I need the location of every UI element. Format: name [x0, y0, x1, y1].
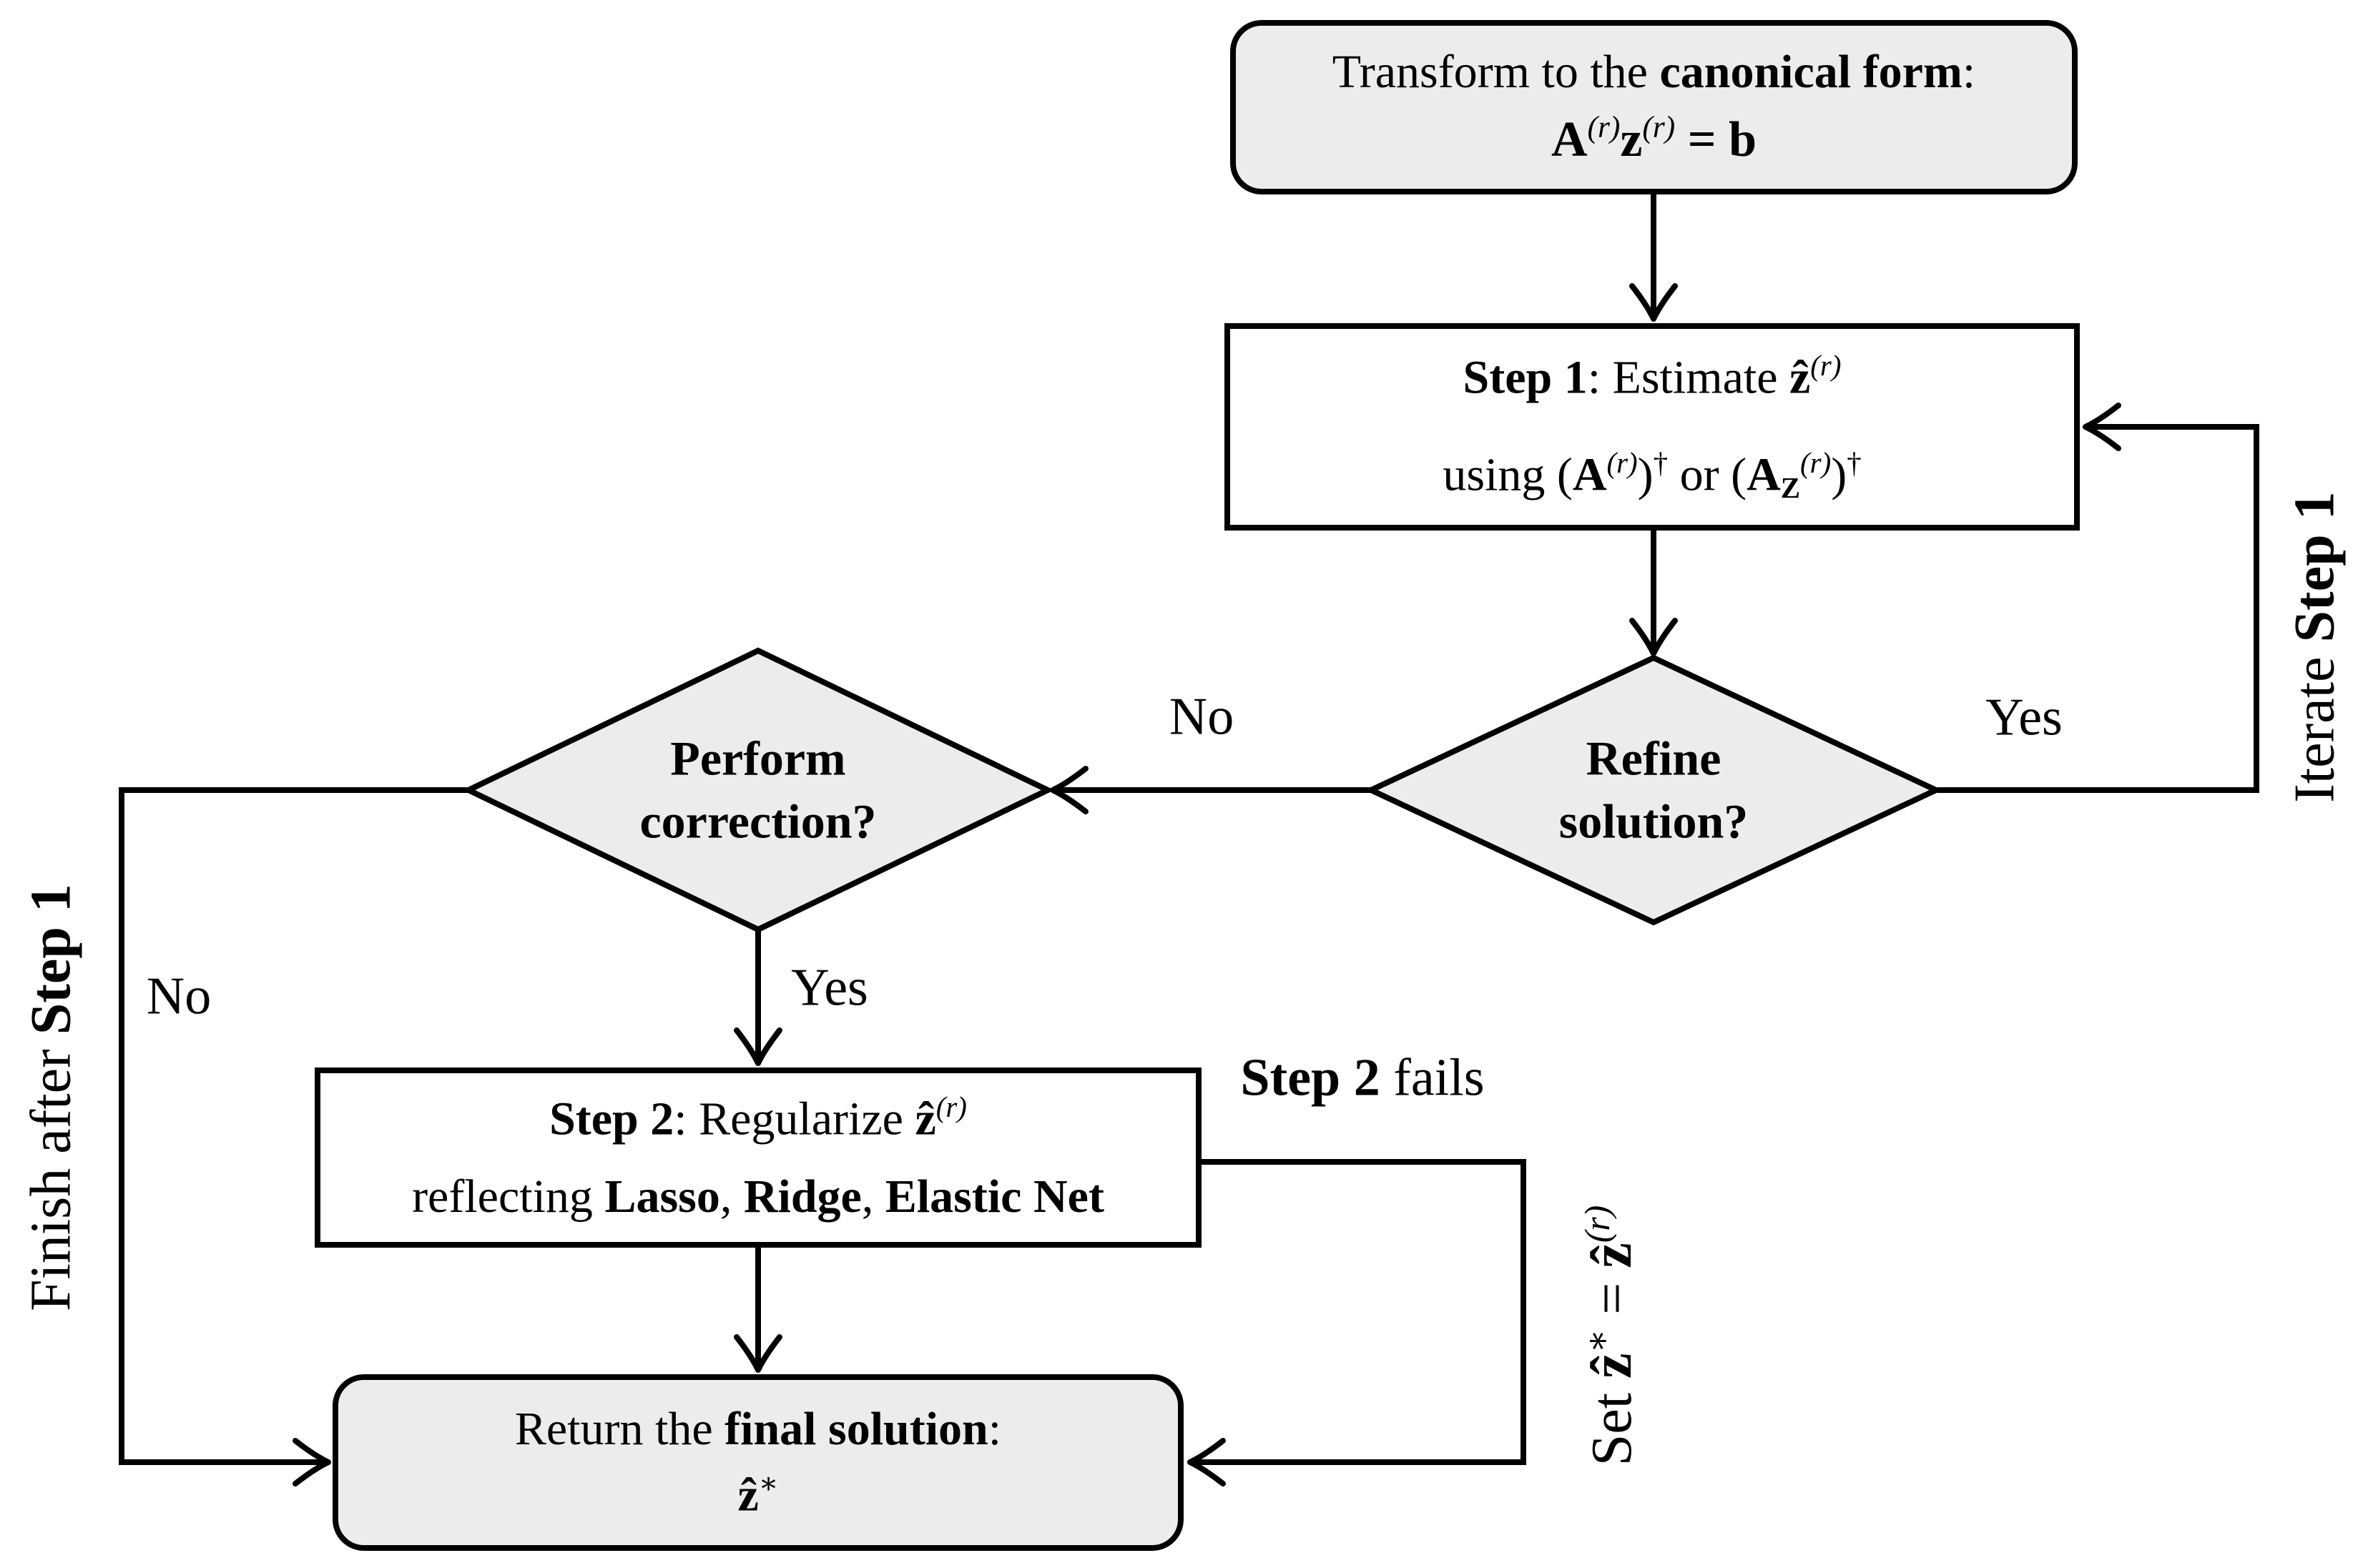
label-refine-no: No	[1169, 687, 1234, 746]
step1-text-line1: Step 1: Estimate ẑ(r)	[1463, 350, 1842, 404]
step1-text-line2: using (A(r))† or (AZ(r))†	[1443, 447, 1862, 504]
transform-equation: A(r)z(r) = b	[1551, 109, 1757, 168]
transform-text-line1: Transform to the canonical form:	[1332, 46, 1976, 99]
edge-perform-no-to-return	[119, 787, 470, 1486]
perform-diamond-label: Perform correction?	[639, 727, 876, 854]
refine-text-line2: solution?	[1558, 794, 1749, 849]
perform-text-line2: correction?	[639, 794, 877, 849]
edge-refine-yes-loop-to-step1	[1937, 403, 2259, 793]
return-text-line1: Return the final solution:	[514, 1403, 1002, 1456]
edge-step2-fails-to-return	[1187, 1159, 1526, 1486]
perform-text-line1: Perform	[670, 731, 846, 786]
node-return-final-solution: Return the final solution: ẑ∗	[333, 1374, 1184, 1551]
label-finish-after-step1: Finish after Step 1	[19, 884, 83, 1311]
step2-text-line2: reflecting Lasso, Ridge, Elastic Net	[412, 1170, 1104, 1223]
label-iterate-step1: Iterate Step 1	[2283, 491, 2347, 803]
label-step2-fails: Step 2 fails	[1240, 1048, 1485, 1108]
return-solution-symbol: ẑ∗	[737, 1466, 779, 1522]
label-refine-yes: Yes	[1985, 688, 2063, 747]
perform-diamond-shape	[461, 647, 1055, 933]
label-perform-yes: Yes	[791, 958, 868, 1017]
refine-text-line1: Refine	[1586, 731, 1721, 786]
refine-diamond-label: Refine solution?	[1559, 727, 1749, 854]
step2-text-line1: Step 2: Regularize ẑ(r)	[549, 1090, 967, 1145]
refine-diamond-shape	[1364, 654, 1943, 926]
node-step1: Step 1: Estimate ẑ(r) using (A(r))† or (…	[1224, 323, 2080, 531]
label-perform-no: No	[146, 967, 212, 1026]
node-transform-canonical: Transform to the canonical form: A(r)z(r…	[1230, 20, 2078, 194]
label-set-z-star: Set ẑ∗ = ẑ(r)	[1578, 1205, 1644, 1466]
node-step2: Step 2: Regularize ẑ(r) reflecting Lasso…	[315, 1067, 1202, 1248]
